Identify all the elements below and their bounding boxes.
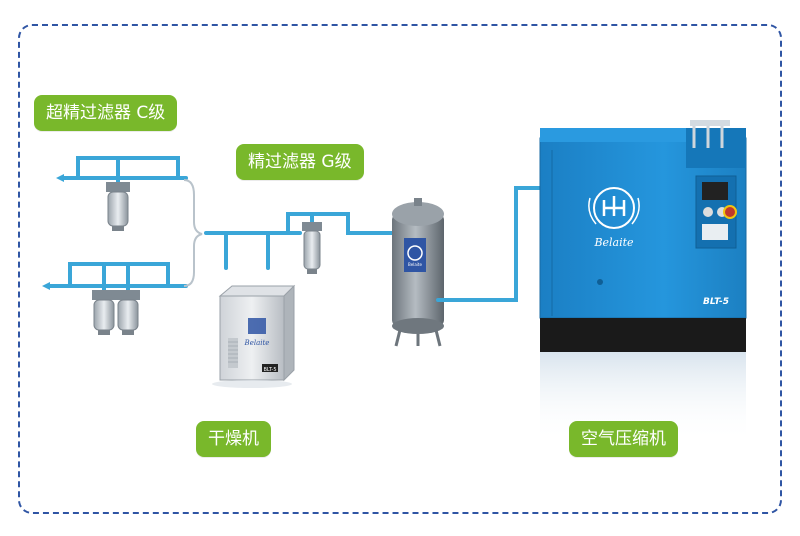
ultra-filter-label: 超精过滤器 C级: [34, 95, 178, 131]
brace-connector: [183, 179, 203, 287]
main-pipe: [204, 212, 398, 270]
air-tank: Belaite: [392, 198, 444, 347]
outlet-arrow-icon: [56, 174, 64, 182]
fine-filter: [302, 222, 322, 274]
compressor-brand: Belaite: [593, 236, 634, 249]
dryer-plate: BLT-5: [263, 367, 276, 373]
fine-filter-label: 精过滤器 G级: [236, 144, 364, 180]
compressor-model: BLT-5: [703, 297, 729, 307]
diagram-frame: [18, 24, 782, 514]
dryer-brand: Belaite: [244, 339, 270, 347]
tank-brand: Belaite: [408, 262, 422, 267]
tank-compressor-pipe: [436, 186, 542, 302]
dryer-label: 干燥机: [196, 421, 271, 457]
ultra-filter-assembly-bottom: [46, 262, 188, 296]
compressor-unit: [539, 120, 747, 442]
ultra-filter-bottom-1: [92, 290, 116, 335]
outlet-arrow-icon: [42, 282, 50, 290]
dryer-unit: [218, 284, 296, 382]
ultra-filter-bottom-2: [116, 290, 140, 335]
ultra-filter-top: [106, 182, 130, 231]
compressor-label: 空气压缩机: [569, 421, 678, 457]
